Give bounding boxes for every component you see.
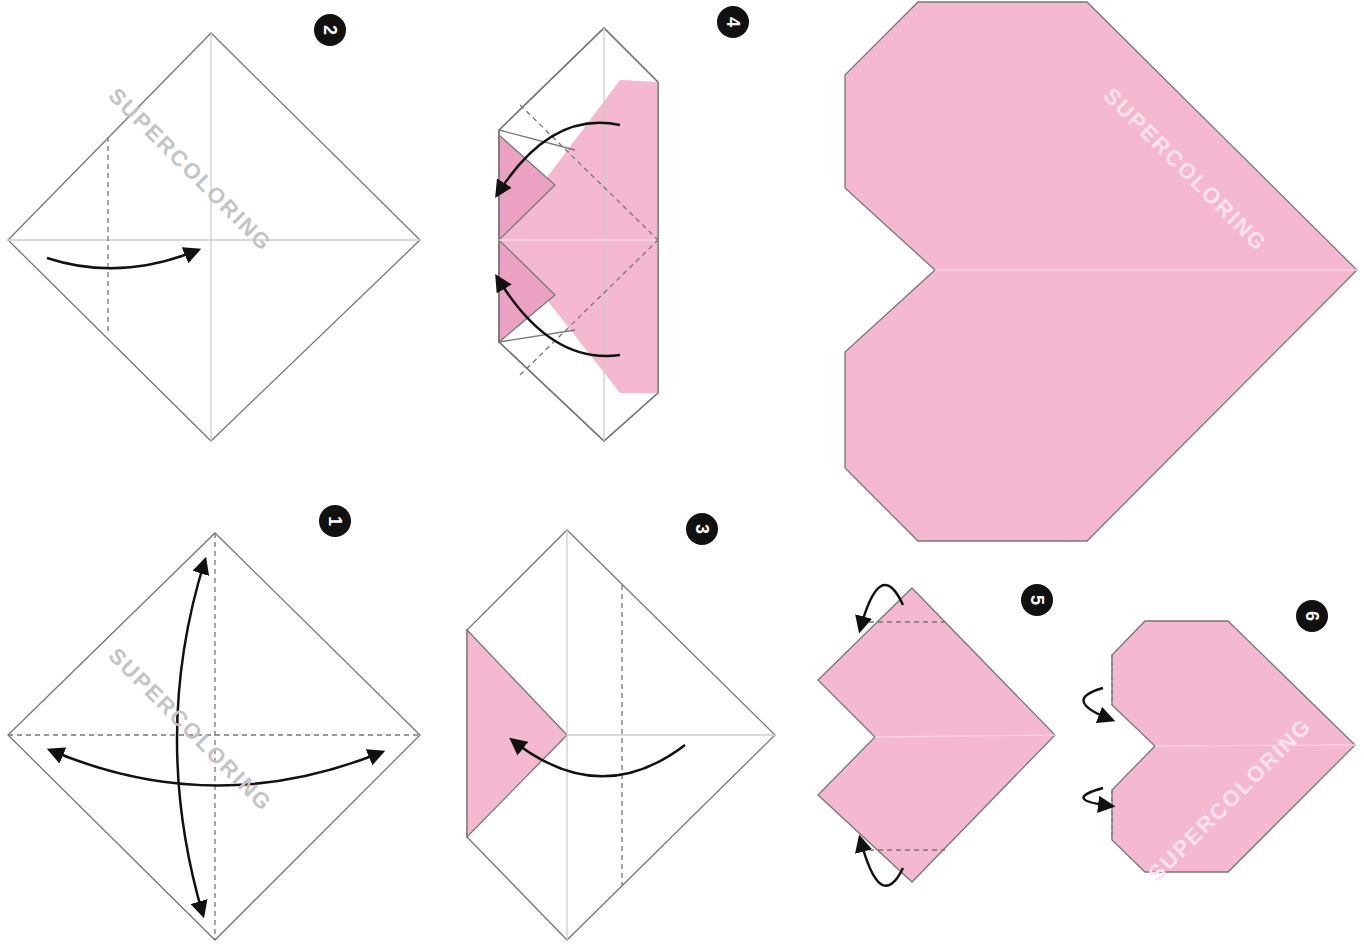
step-badge: 4 [717, 6, 749, 38]
step-badge: 1 [319, 505, 351, 537]
step-number: 6 [1296, 600, 1328, 632]
step-number: 4 [717, 6, 749, 38]
step-number: 3 [686, 513, 718, 545]
step-badge: 5 [1021, 584, 1053, 616]
step-badge: 2 [314, 14, 346, 46]
step-number: 2 [314, 14, 346, 46]
step-number: 5 [1021, 584, 1053, 616]
step-number: 1 [319, 505, 351, 537]
step-badge: 6 [1296, 600, 1328, 632]
step-badge: 3 [686, 513, 718, 545]
